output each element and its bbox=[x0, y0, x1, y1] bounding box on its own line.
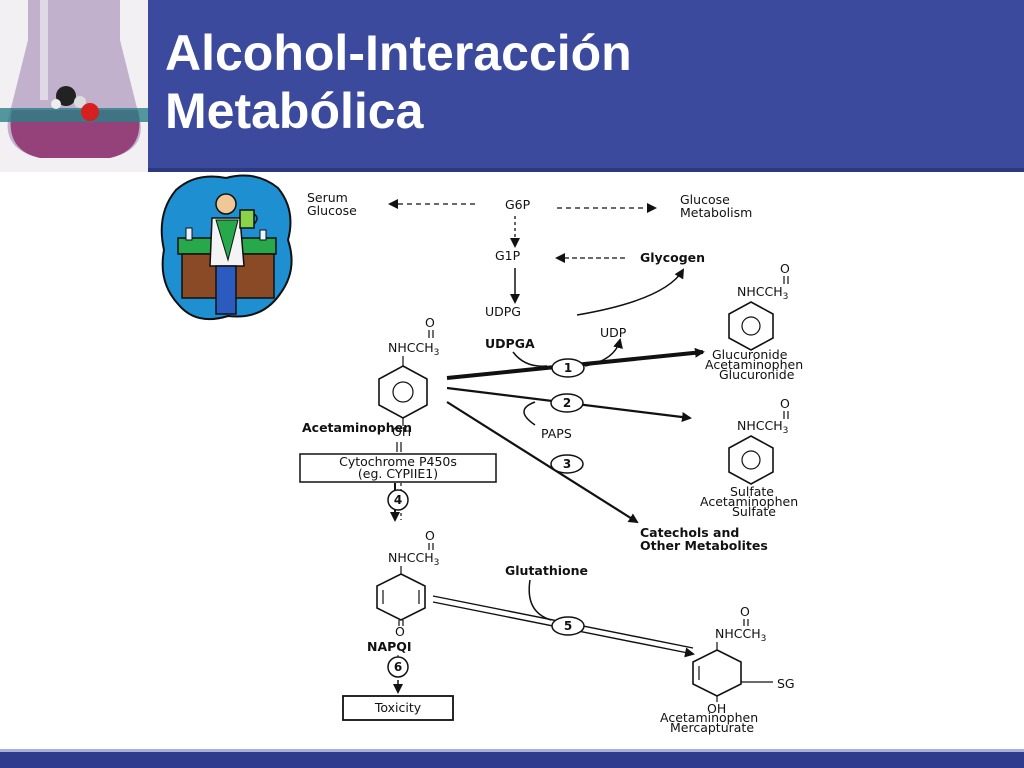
udpga-curve bbox=[512, 351, 548, 367]
sulfate-nhcch3: NHCCH3 bbox=[737, 418, 788, 436]
catechols-label-1: Catechols and bbox=[640, 525, 739, 540]
udp-label: UDP bbox=[600, 325, 627, 340]
g6p-label: G6P bbox=[505, 197, 531, 212]
footer-accent-line bbox=[0, 749, 1024, 752]
oxidation-arrow bbox=[446, 401, 639, 524]
mercapturate-sub-2: Mercapturate bbox=[670, 720, 754, 735]
toxicity-box bbox=[342, 695, 454, 721]
glucose-metabolism-label-2: Metabolism bbox=[680, 205, 752, 220]
acetaminophen-oh: OH bbox=[392, 424, 411, 439]
napqi-oxygen: O bbox=[425, 528, 435, 543]
title-line-2: Metabólica bbox=[165, 83, 424, 139]
step-2-label: 2 bbox=[563, 396, 571, 410]
paps-label: PAPS bbox=[541, 426, 572, 441]
napqi-o: O bbox=[395, 624, 405, 639]
cytochrome-label-1: Cytochrome P450s bbox=[339, 454, 457, 469]
slide-title: Alcohol-Interacción Metabólica bbox=[165, 24, 1005, 140]
header-bar bbox=[0, 0, 1024, 172]
napqi-nhcch3: NHCCH3 bbox=[388, 550, 439, 568]
glucuronide-label: Glucuronide bbox=[712, 347, 788, 362]
acetaminophen-oxygen: O bbox=[425, 315, 435, 330]
glucuronide-nhcch3: NHCCH3 bbox=[737, 284, 788, 302]
step-4-circle bbox=[387, 489, 409, 511]
glucuronide-sub-1: Acetaminophen bbox=[705, 357, 803, 372]
step-6-circle bbox=[387, 656, 409, 678]
step-1-label: 1 bbox=[564, 361, 572, 375]
serum-glucose-label-1: Serum bbox=[307, 190, 348, 205]
glucuronide-oxygen: O bbox=[780, 261, 790, 276]
udpg-glycogen-arrow bbox=[576, 268, 685, 316]
header-accent-line bbox=[148, 168, 1024, 172]
footer-bar bbox=[0, 752, 1024, 768]
step-3-circle bbox=[550, 454, 584, 474]
step-3-label: 3 bbox=[563, 457, 571, 471]
g1p-label: G1P bbox=[495, 248, 521, 263]
sulfate-oxygen: O bbox=[780, 396, 790, 411]
glutathione-curve bbox=[528, 579, 552, 621]
title-line-1: Alcohol-Interacción bbox=[165, 25, 632, 81]
glucuronide-sub-2: Glucuronide bbox=[719, 367, 795, 382]
paps-curve bbox=[523, 401, 536, 426]
udpg-label: UDPG bbox=[485, 304, 521, 319]
napqi-ring bbox=[376, 573, 426, 621]
acetaminophen-nhcch3: NHCCH3 bbox=[388, 340, 439, 358]
napqi-label: NAPQI bbox=[367, 639, 412, 654]
bartender-beer-cartoon bbox=[156, 170, 296, 330]
mercapturate-ring bbox=[692, 649, 742, 697]
mercapturate-oh: OH bbox=[707, 701, 726, 716]
cytochrome-box bbox=[299, 453, 497, 483]
step-1-circle bbox=[551, 358, 585, 378]
glutathione-label: Glutathione bbox=[505, 563, 588, 578]
mercapturate-nhcch3: NHCCH3 bbox=[715, 626, 766, 644]
mercapturate-oxygen: O bbox=[740, 604, 750, 619]
sulfate-sub-2: Sulfate bbox=[732, 504, 776, 519]
udpga-label: UDPGA bbox=[485, 336, 535, 351]
step-4-label: 4 bbox=[394, 493, 402, 507]
catechols-label-2: Other Metabolites bbox=[640, 538, 768, 553]
cytochrome-label-2: (eg. CYPIIE1) bbox=[358, 466, 438, 481]
toxicity-label: Toxicity bbox=[374, 700, 422, 715]
step-2-circle bbox=[550, 393, 584, 413]
sulfate-ring bbox=[728, 435, 774, 485]
acetaminophen-label: Acetaminophen bbox=[302, 420, 412, 435]
glycogen-label: Glycogen bbox=[640, 250, 705, 265]
step-5-circle bbox=[551, 616, 585, 636]
glucose-metabolism-label-1: Glucose bbox=[680, 192, 730, 207]
mercapturate-sg: SG bbox=[777, 676, 795, 691]
step-6-label: 6 bbox=[394, 660, 402, 674]
molecule-flask-image bbox=[0, 0, 148, 172]
step-5-label: 5 bbox=[564, 619, 572, 633]
mercapturate-sub-1: Acetaminophen bbox=[660, 710, 758, 725]
serum-glucose-label-2: Glucose bbox=[307, 203, 357, 218]
sulfate-sub-1: Acetaminophen bbox=[700, 494, 798, 509]
glucuronide-ring bbox=[728, 301, 774, 351]
acetaminophen-metabolism-diagram: Serum Glucose G6P Glucose Metabolism G1P… bbox=[299, 190, 803, 735]
sulfate-label: Sulfate bbox=[730, 484, 774, 499]
acetaminophen-ring bbox=[378, 365, 428, 419]
